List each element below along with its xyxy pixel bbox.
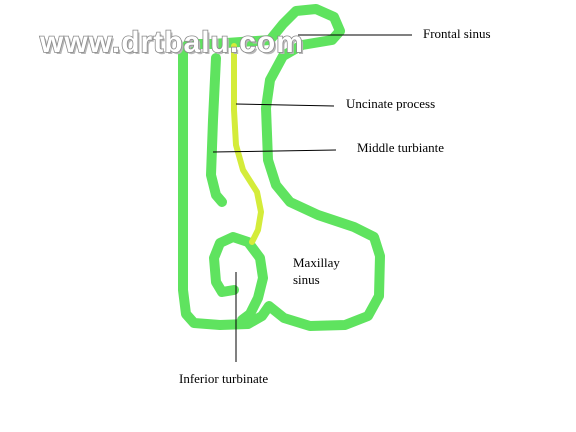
nasal-wall-outline bbox=[178, 4, 385, 331]
middle-turbinate-leader bbox=[212, 149, 337, 153]
middle-turbinate-shape bbox=[206, 53, 227, 207]
inferior-turbinate-shape bbox=[209, 232, 268, 325]
inferior-turbinate-label: Inferior turbinate bbox=[179, 371, 268, 386]
maxillary-sinus-label-line1: Maxillay bbox=[293, 255, 340, 270]
maxillary-sinus-label-line2: sinus bbox=[293, 272, 320, 287]
uncinate-process-shape bbox=[231, 43, 264, 245]
watermark: www.drtbalu.com bbox=[39, 26, 304, 59]
uncinate-process-label: Uncinate process bbox=[346, 96, 435, 111]
uncinate-process-leader bbox=[235, 103, 335, 107]
frontal-sinus-label: Frontal sinus bbox=[423, 26, 491, 41]
middle-turbinate-label: Middle turbiante bbox=[357, 140, 444, 155]
watermark-shadow: www.drtbalu.com bbox=[41, 28, 306, 61]
